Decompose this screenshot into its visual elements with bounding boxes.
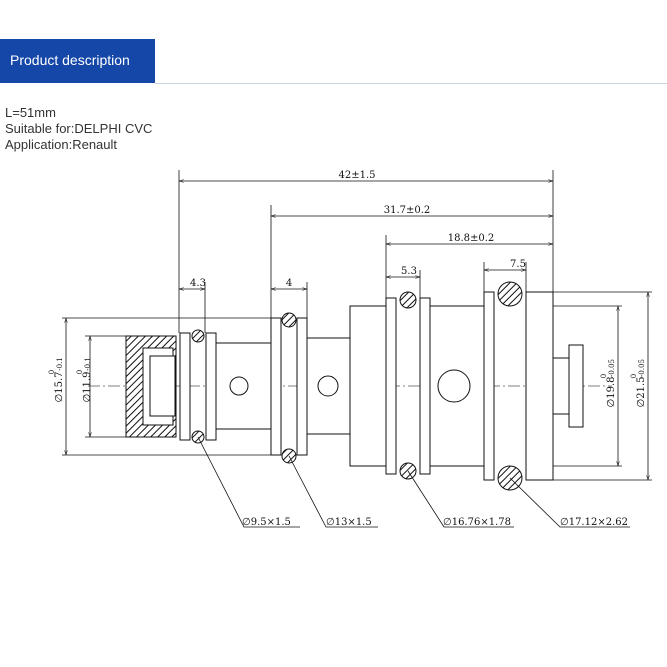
dia-left-inner: ∅11.9 — [82, 372, 93, 403]
dim-groove-2: 4 — [286, 278, 292, 289]
valve-body — [125, 291, 584, 481]
left-diameters — [62, 317, 271, 456]
dia-left-inner-tol-bottom: -0.1 — [84, 357, 92, 371]
dim-groove-3: 5.3 — [401, 266, 417, 277]
port-hole-3 — [437, 369, 471, 403]
dim-inner-length: 18.8±0.2 — [448, 233, 495, 244]
dim-mid-length: 31.7±0.2 — [384, 205, 431, 216]
flange-3b — [419, 297, 431, 475]
end-flange — [525, 291, 554, 481]
o-ring-1-label: ∅9.5×1.5 — [242, 517, 291, 528]
dia-left-outer-tol-top: 0 — [48, 370, 56, 374]
inlet-insert — [149, 355, 176, 417]
o-ring-2-top — [281, 312, 297, 328]
flange-2b — [296, 317, 308, 456]
spec-suitable-for: Suitable for:DELPHI CVC — [5, 121, 153, 136]
o-ring-4-top — [497, 281, 523, 307]
dia-right-inner: ∅19.8 — [606, 377, 617, 408]
flange-4a — [483, 291, 495, 481]
leader-o-ring-4 — [509, 477, 630, 528]
top-dimensions — [178, 170, 554, 333]
section-header: Product description — [0, 39, 155, 83]
o-ring-1-top — [191, 329, 205, 343]
end-stem — [552, 357, 570, 415]
left-diameter-labels: ∅15.7 0 -0.1 ∅11.9 0 -0.1 — [48, 357, 93, 402]
dim-overall-length: 42±1.5 — [338, 170, 375, 181]
o-ring-3-label: ∅16.76×1.78 — [443, 517, 511, 528]
o-ring-leaders — [197, 436, 630, 528]
dim-groove-4: 7.5 — [510, 259, 526, 270]
header-divider — [155, 83, 667, 84]
right-diameters — [553, 291, 652, 481]
dia-right-outer-tol-bottom: -0.05 — [638, 359, 646, 377]
spec-application: Application:Renault — [5, 137, 118, 152]
leader-o-ring-1 — [197, 436, 300, 528]
section-title: Product description — [10, 52, 130, 68]
leader-o-ring-2 — [288, 455, 378, 528]
right-diameter-labels: ∅19.8 0 -0.05 ∅21.5 0 -0.05 — [600, 359, 647, 407]
dia-right-outer: ∅21.5 — [636, 377, 647, 408]
flange-1a — [179, 332, 191, 441]
dia-left-outer-tol-bottom: -0.1 — [56, 357, 64, 371]
spec-length: L=51mm — [5, 105, 56, 120]
dim-groove-1: 4.3 — [190, 278, 206, 289]
end-stem-cap — [568, 344, 584, 428]
o-ring-labels: ∅9.5×1.5 ∅13×1.5 ∅16.76×1.78 ∅17.12×2.62 — [242, 517, 628, 528]
flange-3a — [385, 297, 397, 475]
port-hole-2 — [317, 375, 339, 397]
flange-2a — [270, 317, 282, 456]
o-ring-2-label: ∅13×1.5 — [326, 517, 372, 528]
o-ring-4-label: ∅17.12×2.62 — [560, 517, 628, 528]
top-dimension-labels: 42±1.5 31.7±0.2 18.8±0.2 4.3 4 5.3 7.5 — [190, 170, 526, 289]
dia-left-outer: ∅15.7 — [54, 372, 65, 403]
o-ring-3-top — [399, 291, 417, 309]
dia-left-inner-tol-top: 0 — [76, 370, 84, 374]
body-segment-3 — [349, 305, 387, 467]
leader-o-ring-3 — [407, 470, 514, 528]
port-hole-1 — [229, 376, 249, 396]
dia-right-inner-tol-top: 0 — [600, 374, 608, 378]
dia-right-outer-tol-top: 0 — [630, 374, 638, 378]
flange-1b — [205, 332, 217, 441]
dia-right-inner-tol-bottom: -0.05 — [608, 359, 616, 377]
